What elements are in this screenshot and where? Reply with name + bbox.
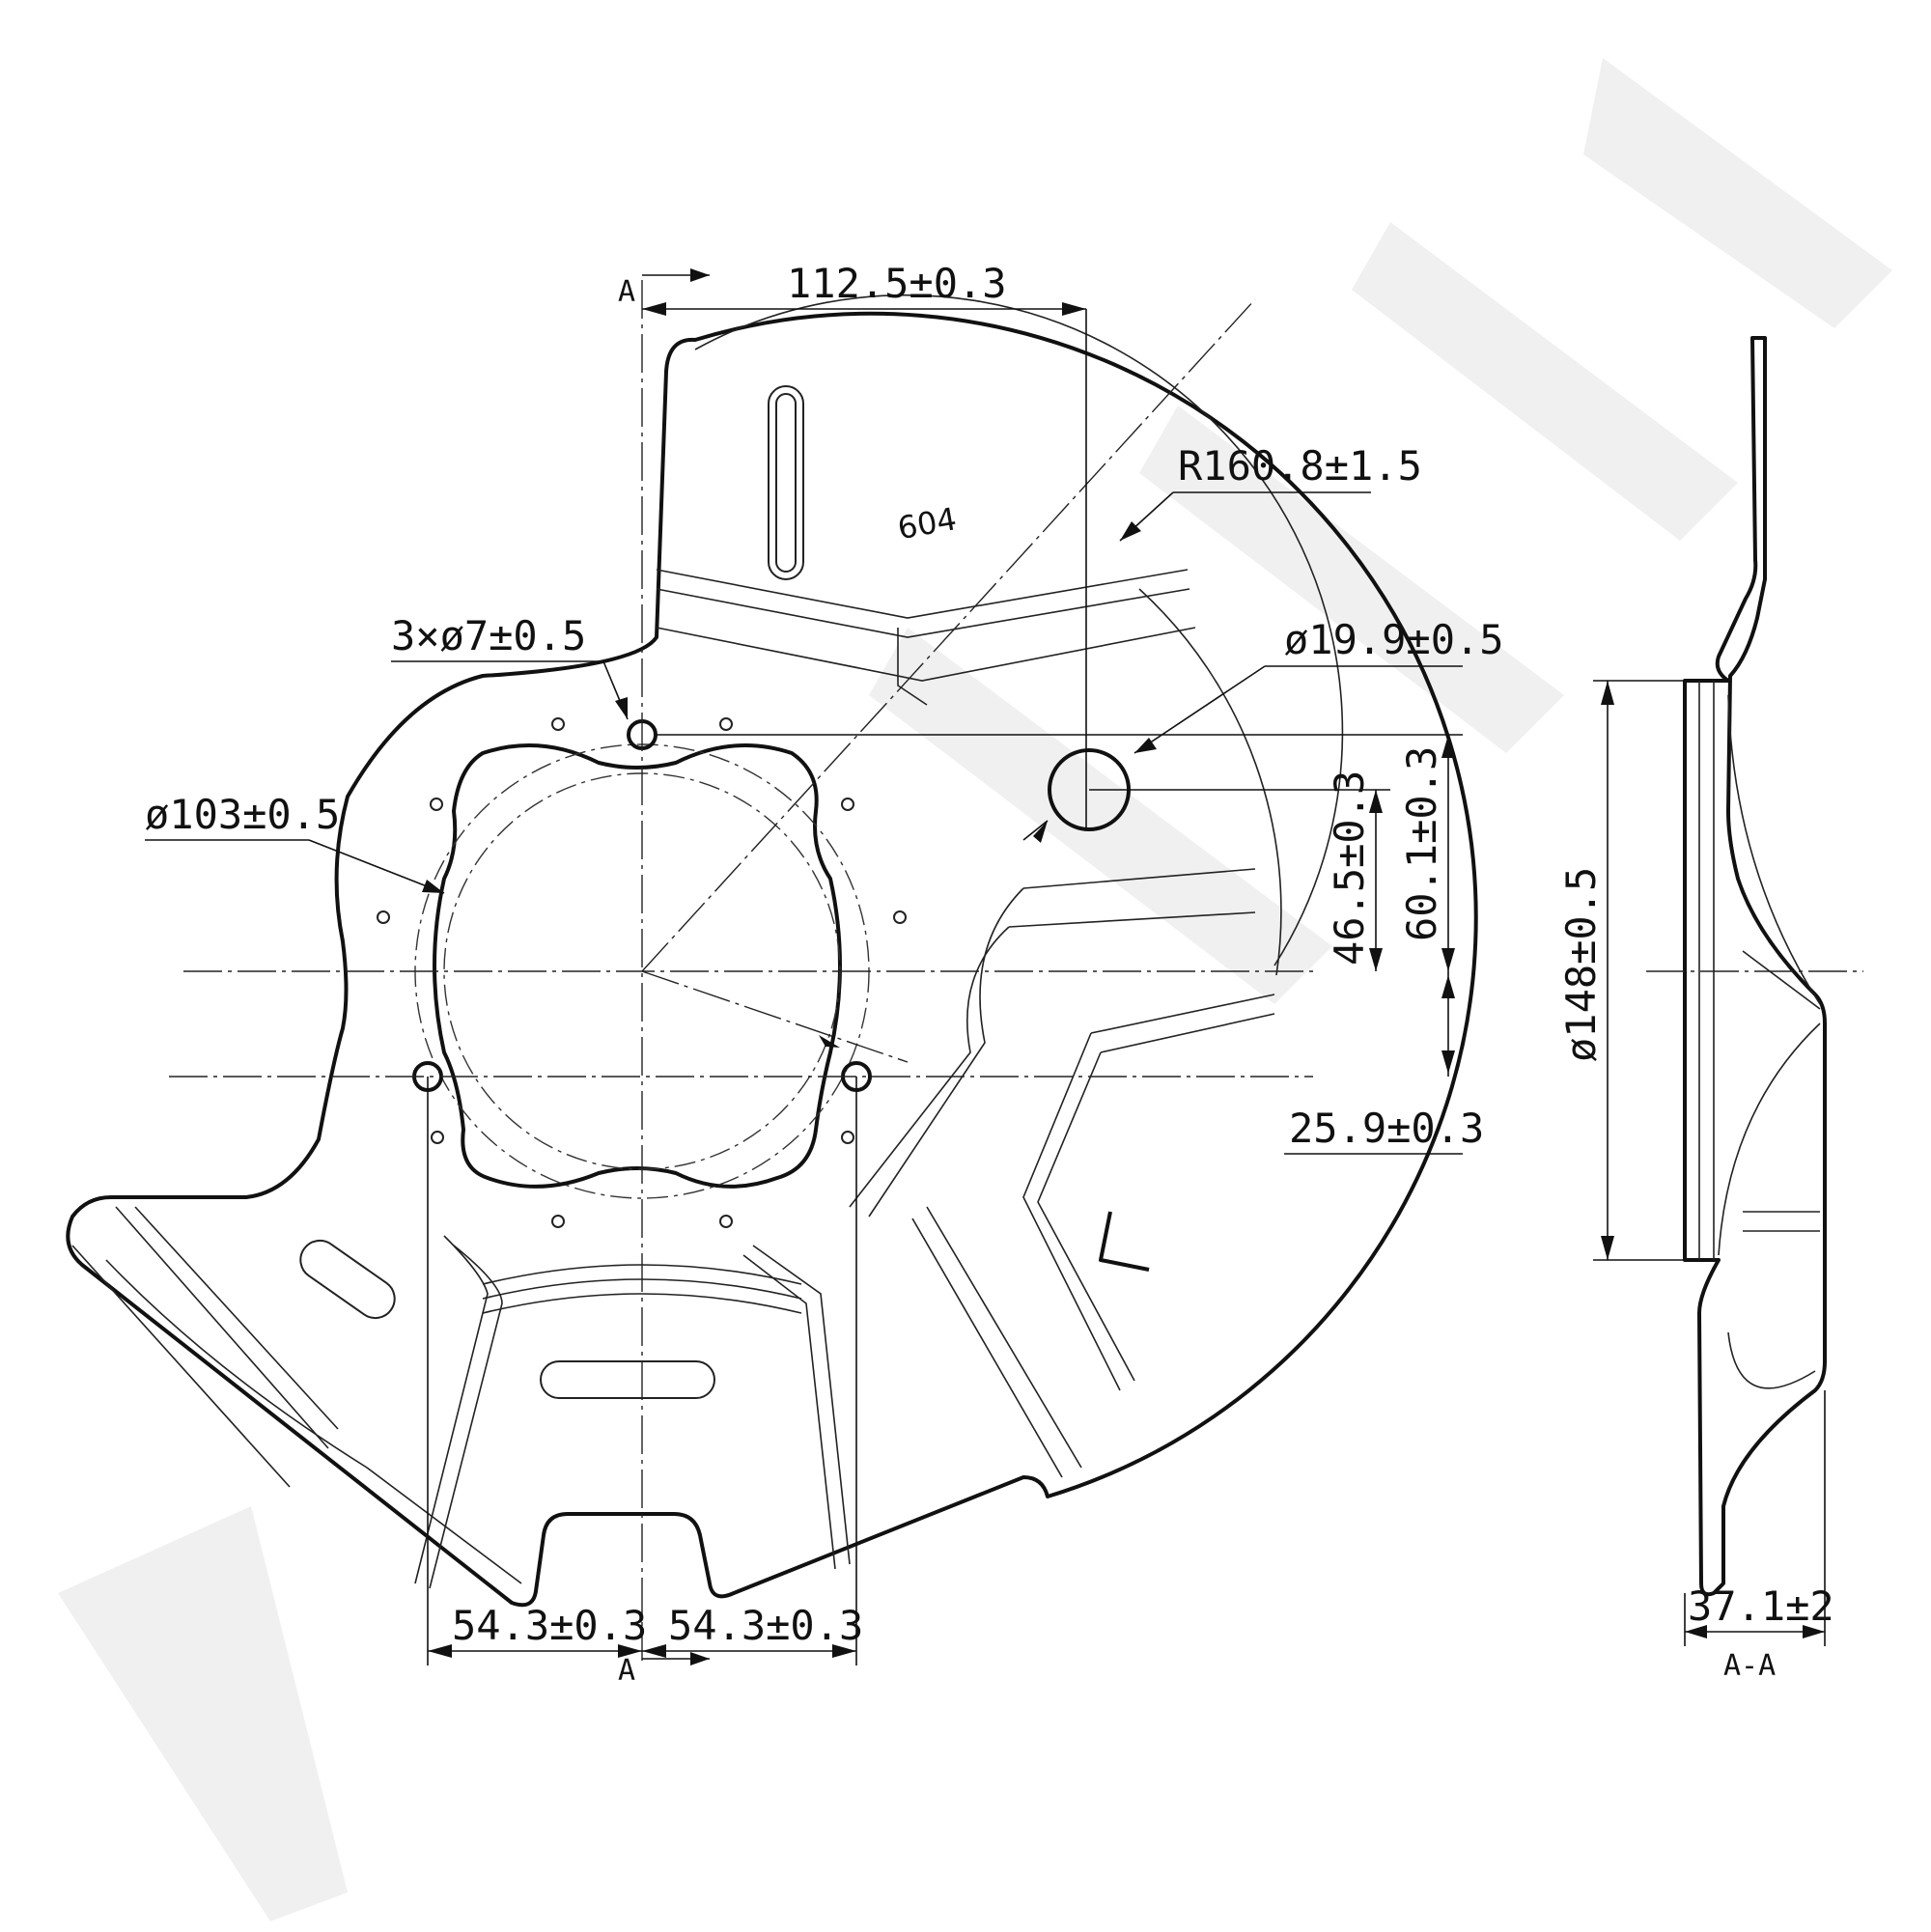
- vent-slot-top-inner: [775, 393, 797, 573]
- stiffening-ribs: [71, 569, 1275, 1589]
- section-view-label: A-A: [1723, 1649, 1776, 1683]
- dimensions-front: A A 112.5±0.3 R160.8±1.5 3×ø7±0.5 ø19.9±…: [145, 260, 1504, 1688]
- shield-outline: [66, 311, 1478, 1608]
- section-marker-top: A: [618, 275, 635, 309]
- rim-line: [694, 294, 1344, 966]
- section-profile: [1683, 336, 1827, 1597]
- vent-slot-left: [299, 1239, 396, 1320]
- dim-bottom-left: 54.3±0.3: [452, 1602, 647, 1649]
- section-marker-bottom: A: [618, 1654, 635, 1688]
- rim-line-2: [1138, 588, 1282, 976]
- watermark: [58, 58, 1892, 1921]
- dim-section-depth: 37.1±2: [1688, 1582, 1834, 1630]
- dim-bottom-right: 54.3±0.3: [668, 1602, 863, 1649]
- dimple-marks: [377, 717, 907, 1228]
- dim-top-width: 112.5±0.3: [787, 260, 1007, 307]
- part-number: 604: [895, 500, 960, 546]
- dim-offset-46: 46.5±0.3: [1326, 770, 1373, 966]
- central-opening: [433, 743, 842, 1189]
- section-view: ø148±0.5 37.1±2 A-A: [1557, 336, 1863, 1683]
- vent-slot-top: [768, 385, 804, 580]
- centerlines: [169, 280, 1313, 1661]
- dim-inner-diameter: ø103±0.5: [145, 791, 340, 838]
- dim-large-hole: ø19.9±0.5: [1284, 616, 1504, 663]
- dim-offset-60: 60.1±0.3: [1398, 746, 1445, 941]
- dim-small-holes: 3×ø7±0.5: [391, 612, 586, 659]
- dim-offset-25: 25.9±0.3: [1289, 1105, 1484, 1152]
- logo-mark: [1099, 1211, 1150, 1272]
- vent-slot-bottom: [540, 1360, 715, 1399]
- dim-section-diameter: ø148±0.5: [1557, 867, 1605, 1062]
- dim-radius: R160.8±1.5: [1178, 442, 1422, 490]
